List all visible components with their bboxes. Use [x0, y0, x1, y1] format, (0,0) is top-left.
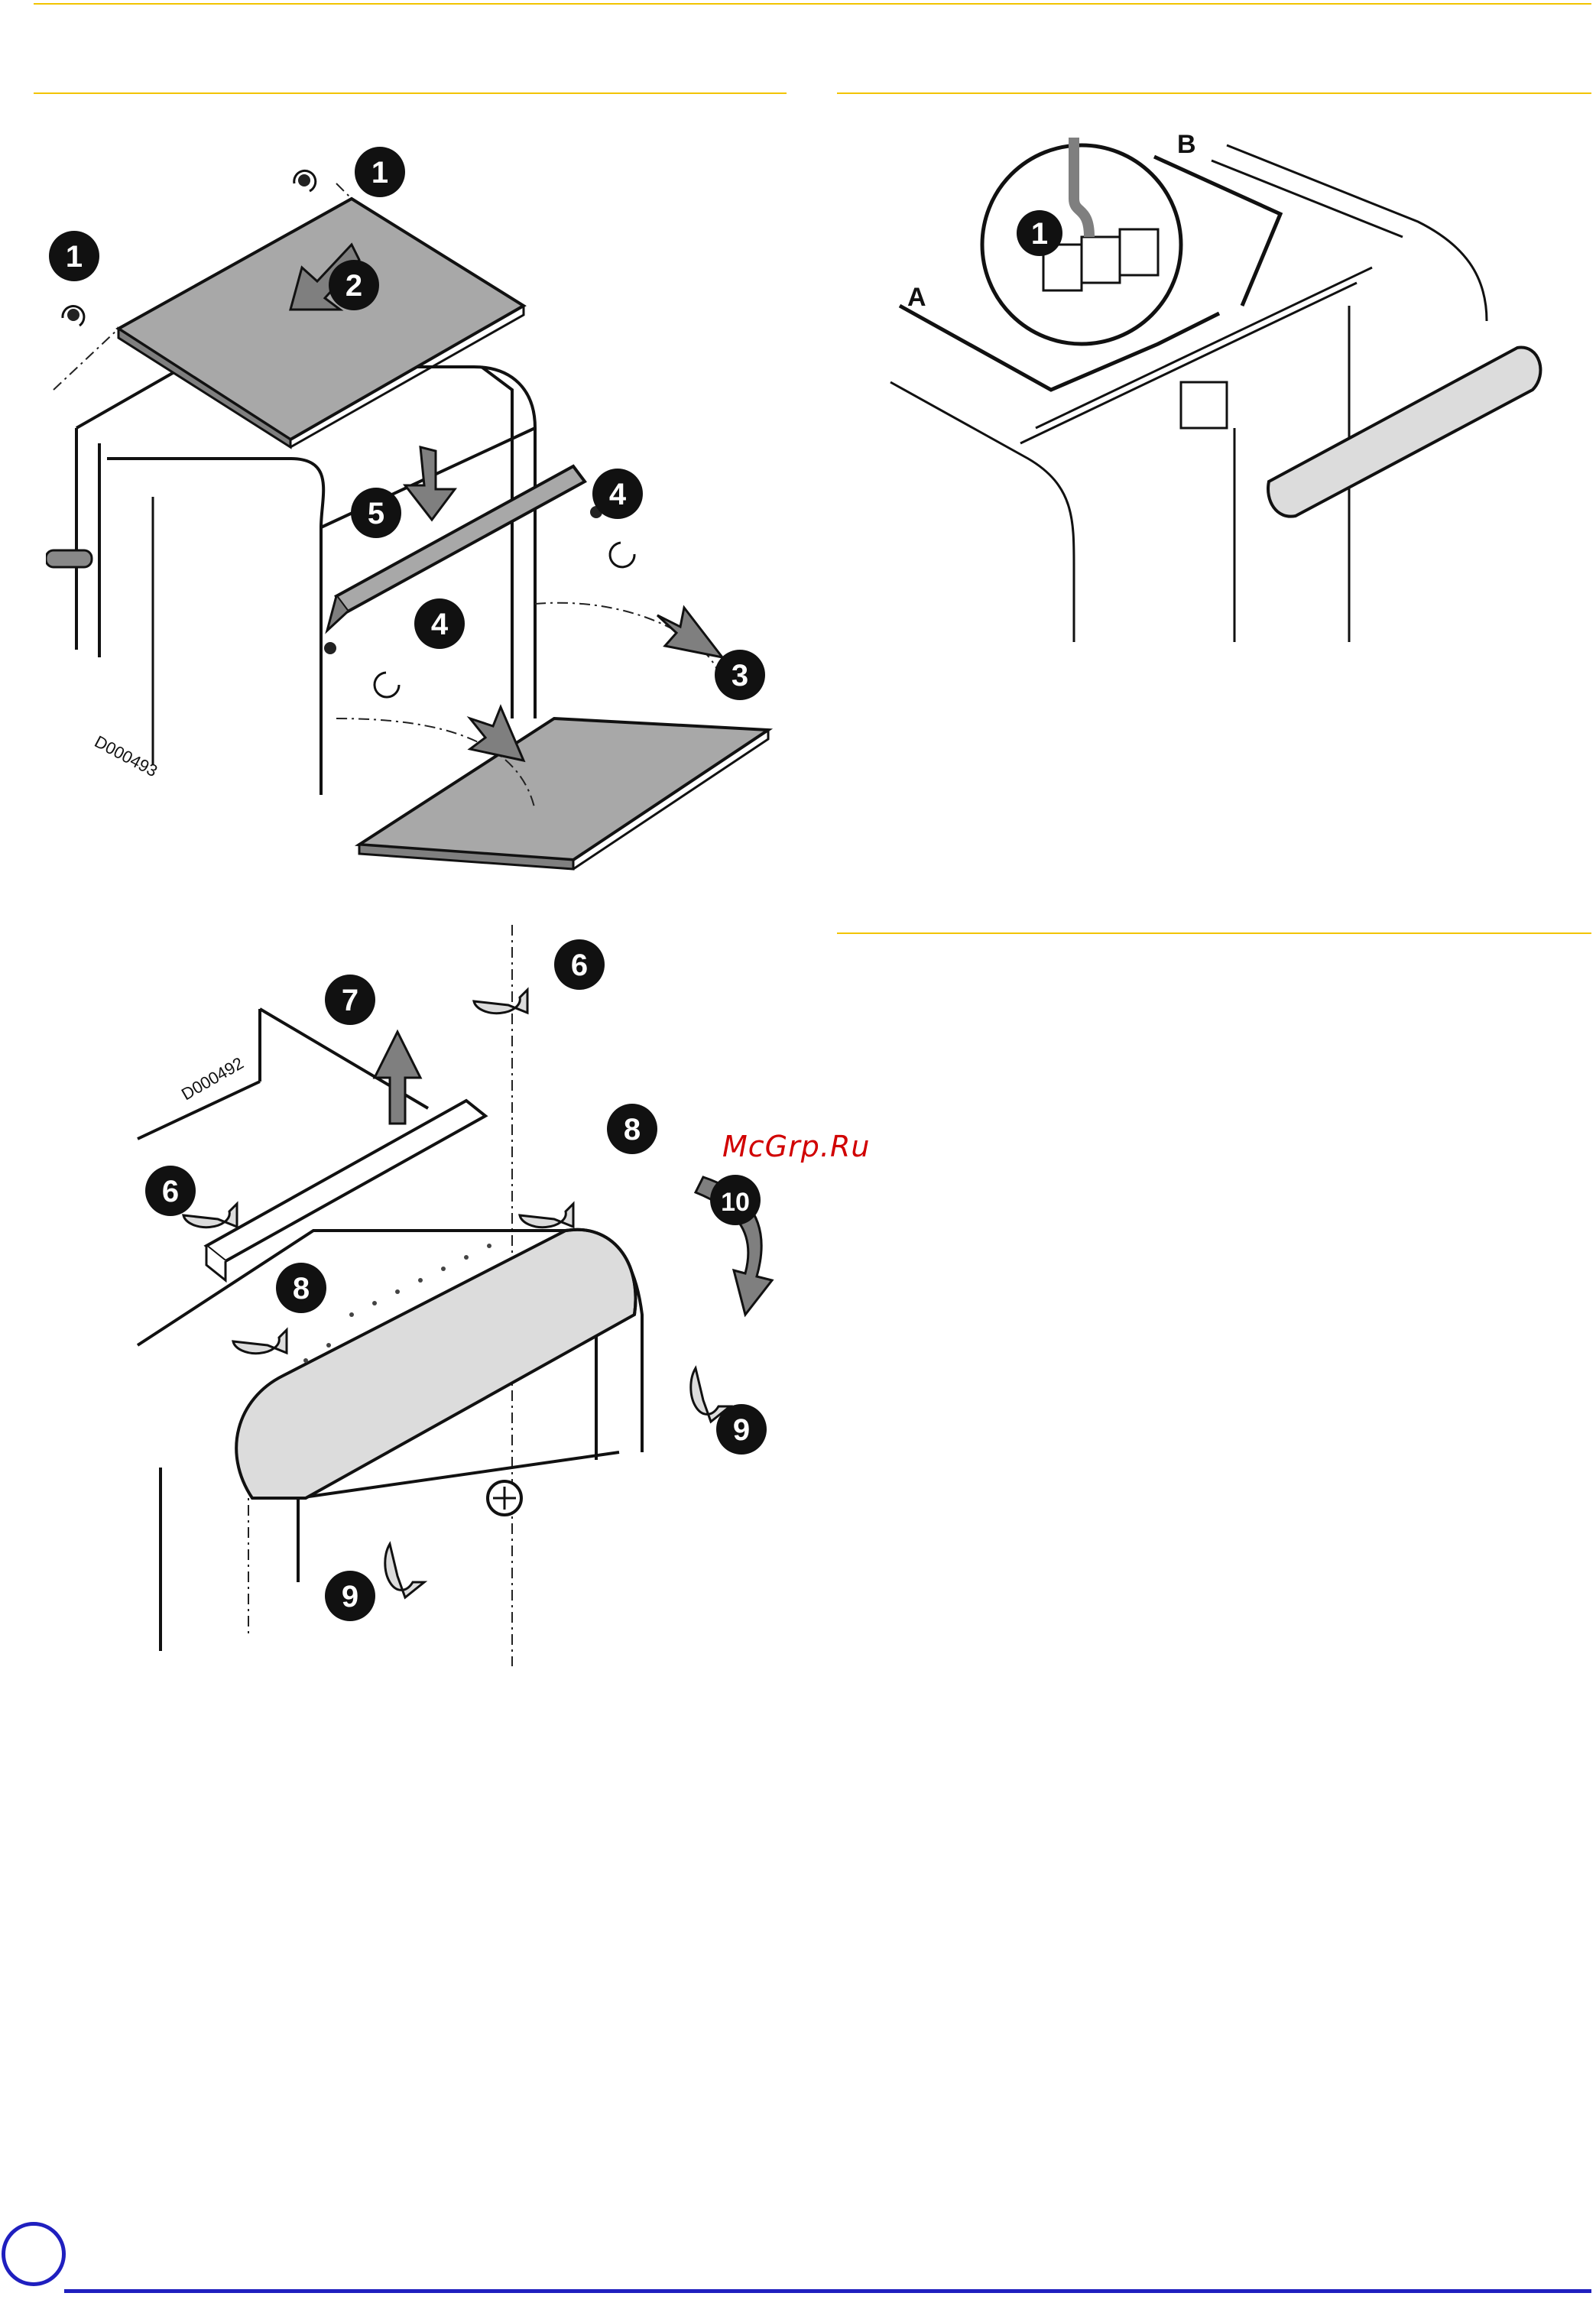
top-rule [34, 3, 1591, 5]
step-badge-9-right: 9 [733, 1413, 750, 1447]
section-rule-right [837, 92, 1591, 94]
step-badge-6-left: 6 [162, 1175, 179, 1208]
step-badge-7: 7 [342, 984, 358, 1017]
step-badge-8-left: 8 [293, 1272, 310, 1305]
step-badge-9-left: 9 [342, 1580, 358, 1614]
step-badge-1-top: 1 [371, 156, 388, 190]
figure-wiring-detail: 1 A B [883, 122, 1571, 642]
cable-label-b: B [1177, 130, 1196, 159]
step-badge-5: 5 [368, 497, 384, 530]
step-badge-3: 3 [732, 659, 748, 692]
step-badge-2: 2 [345, 269, 362, 303]
step-badge-10: 10 [721, 1188, 750, 1217]
step-badge-1-wiring: 1 [1031, 217, 1048, 251]
footer-line [64, 2289, 1591, 2293]
section-rule-right-lower [837, 932, 1591, 934]
step-badge-8-right: 8 [624, 1113, 641, 1147]
watermark: McGrp.Ru [722, 1130, 870, 1163]
step-badge-1-left: 1 [66, 240, 83, 274]
step-badge-4-right: 4 [609, 478, 627, 511]
step-badge-6-top: 6 [571, 949, 588, 982]
page-number-circle [2, 2222, 66, 2286]
figure-code-d000492: D000492 [178, 1053, 247, 1104]
figure-control-panel-removal: 6 6 7 8 8 9 9 10 D000492 [31, 917, 795, 1666]
cable-label-a: A [907, 283, 926, 312]
step-badge-4-left: 4 [431, 608, 449, 641]
figure-code-d000493: D000493 [92, 731, 161, 780]
section-rule-left [34, 92, 787, 94]
figure-panel-removal: 1 1 2 3 4 4 5 D000493 [46, 138, 795, 887]
